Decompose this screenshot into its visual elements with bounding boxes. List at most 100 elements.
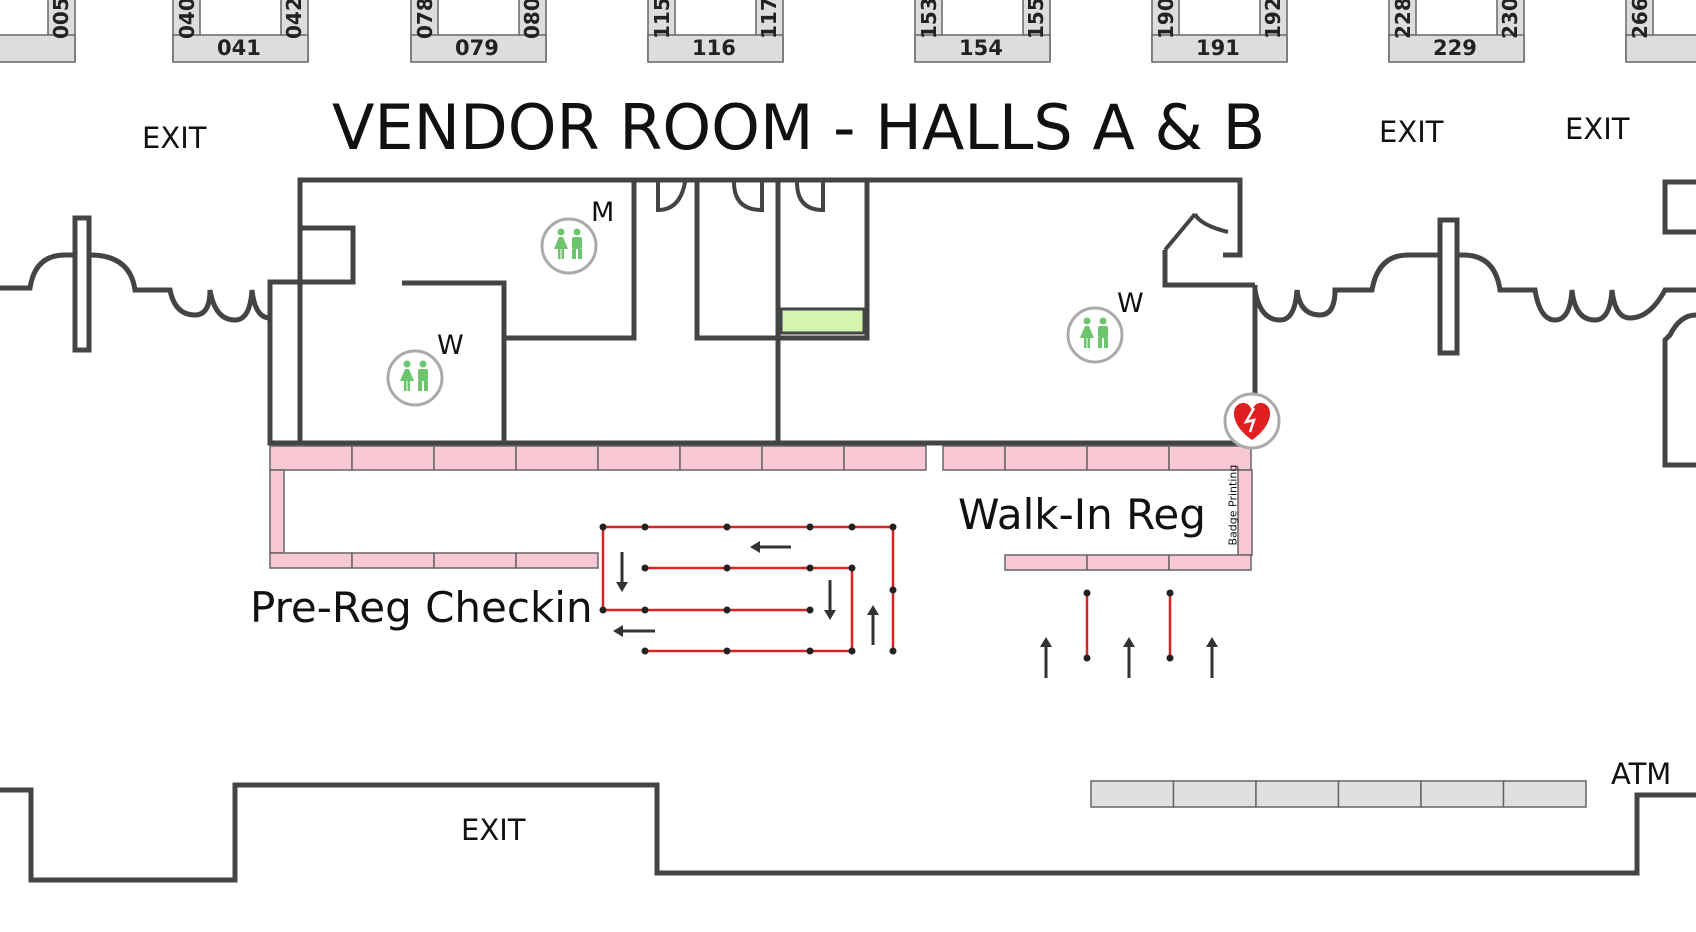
- wall-far-right: [1662, 179, 1696, 235]
- stanchion-post: [1083, 589, 1091, 597]
- stanchion-post: [599, 606, 607, 614]
- pillar: [1437, 217, 1460, 356]
- atm-table: [1090, 780, 1175, 808]
- booth-229: [1388, 0, 1525, 63]
- registration-table: [597, 445, 681, 471]
- stanchion-post: [848, 523, 856, 531]
- booth-number: 266: [1628, 0, 1652, 39]
- aed-heart-icon: [1223, 392, 1281, 450]
- stanchion-post: [641, 647, 649, 655]
- booth-number: 155: [1024, 0, 1048, 39]
- registration-table: [269, 469, 285, 554]
- walk-in-label: Walk-In Reg: [958, 490, 1206, 539]
- stanchion-post: [723, 606, 731, 614]
- booth-266: [1625, 0, 1696, 63]
- booth-number: 190: [1154, 0, 1178, 39]
- restroom-wall: [402, 280, 507, 443]
- door-swing: [1163, 212, 1229, 252]
- building-wall-left-notch: [267, 225, 356, 446]
- pre-reg-label: Pre-Reg Checkin: [250, 583, 593, 632]
- stanchion-post: [889, 523, 897, 531]
- stanchion-post: [1083, 654, 1091, 662]
- booth-004: [0, 0, 76, 63]
- stanchion-post: [806, 647, 814, 655]
- booth-number: 192: [1261, 0, 1285, 39]
- registration-table: [351, 552, 435, 569]
- booth-number: 116: [692, 36, 736, 60]
- door-swing: [795, 181, 825, 213]
- atm-label: ATM: [1611, 757, 1672, 791]
- exit-label: EXIT: [142, 121, 207, 155]
- registration-table: [1168, 445, 1252, 471]
- booth-number: 117: [757, 0, 781, 39]
- stanchion-post: [806, 564, 814, 572]
- stanchion-post: [1166, 589, 1174, 597]
- arrow-icon: [1040, 637, 1052, 678]
- counter: [779, 307, 866, 335]
- atm-table: [1502, 780, 1587, 808]
- restroom-icon: [1066, 306, 1124, 364]
- pillar: [72, 215, 92, 353]
- registration-table: [1004, 445, 1088, 471]
- stanchion-post: [848, 647, 856, 655]
- booth-041: [172, 0, 309, 63]
- registration-table: [1168, 554, 1252, 571]
- building-wall-right-notch: [1162, 215, 1255, 288]
- booth-number: 191: [1196, 36, 1240, 60]
- atm-table: [1420, 780, 1505, 808]
- stanchion-post: [848, 564, 856, 572]
- arrow-icon: [1206, 637, 1218, 678]
- stanchion-post: [723, 523, 731, 531]
- booth-079: [410, 0, 547, 63]
- atm-table: [1337, 780, 1422, 808]
- booth-number: 230: [1498, 0, 1522, 39]
- booth-number: 005: [49, 0, 73, 39]
- registration-table: [1086, 445, 1170, 471]
- booth-number: 041: [217, 36, 261, 60]
- booth-number: 154: [959, 36, 1003, 60]
- stanchion-post: [641, 523, 649, 531]
- registration-table: [1237, 469, 1253, 556]
- atm-table: [1255, 780, 1340, 808]
- booth-116: [647, 0, 784, 63]
- booth-number: 153: [917, 0, 941, 39]
- registration-table: [761, 445, 845, 471]
- stanchion-post: [641, 606, 649, 614]
- registration-table: [351, 445, 435, 471]
- stanchion-post: [641, 564, 649, 572]
- booth-number: 042: [282, 0, 306, 39]
- badge-printing-label: Badge Printing: [1226, 464, 1240, 546]
- stanchion-post: [806, 606, 814, 614]
- restroom-icon: [540, 217, 598, 275]
- booth-154: [914, 0, 1051, 63]
- arrow-icon: [867, 605, 879, 645]
- booth-number: 040: [175, 0, 199, 39]
- arrow-icon: [616, 552, 628, 592]
- booth-number: 080: [520, 0, 544, 39]
- booth-191: [1151, 0, 1288, 63]
- entrance-wall-left: [0, 252, 271, 323]
- arrow-icon: [613, 625, 655, 637]
- booth-number: 079: [455, 36, 499, 60]
- door-swing: [732, 181, 764, 213]
- booth-number: 078: [413, 0, 437, 39]
- restroom-w-label: W: [1117, 288, 1144, 319]
- arrow-icon: [1123, 637, 1135, 678]
- restroom-icon: [386, 349, 444, 407]
- stanchion-post: [723, 564, 731, 572]
- stanchion-post: [723, 647, 731, 655]
- wall-far-right: [1662, 312, 1696, 468]
- registration-table: [269, 445, 353, 471]
- registration-table: [515, 445, 599, 471]
- restroom-w-label: W: [437, 330, 464, 361]
- registration-table: [269, 552, 353, 569]
- stanchion-post: [599, 523, 607, 531]
- restroom-wall: [694, 180, 870, 341]
- booth-number: 115: [650, 0, 674, 39]
- atm-table: [1172, 780, 1257, 808]
- registration-table: [843, 445, 927, 471]
- stanchion-post: [889, 586, 897, 594]
- bottom-wall: [0, 782, 1696, 883]
- arrow-icon: [824, 580, 836, 620]
- registration-table: [433, 445, 517, 471]
